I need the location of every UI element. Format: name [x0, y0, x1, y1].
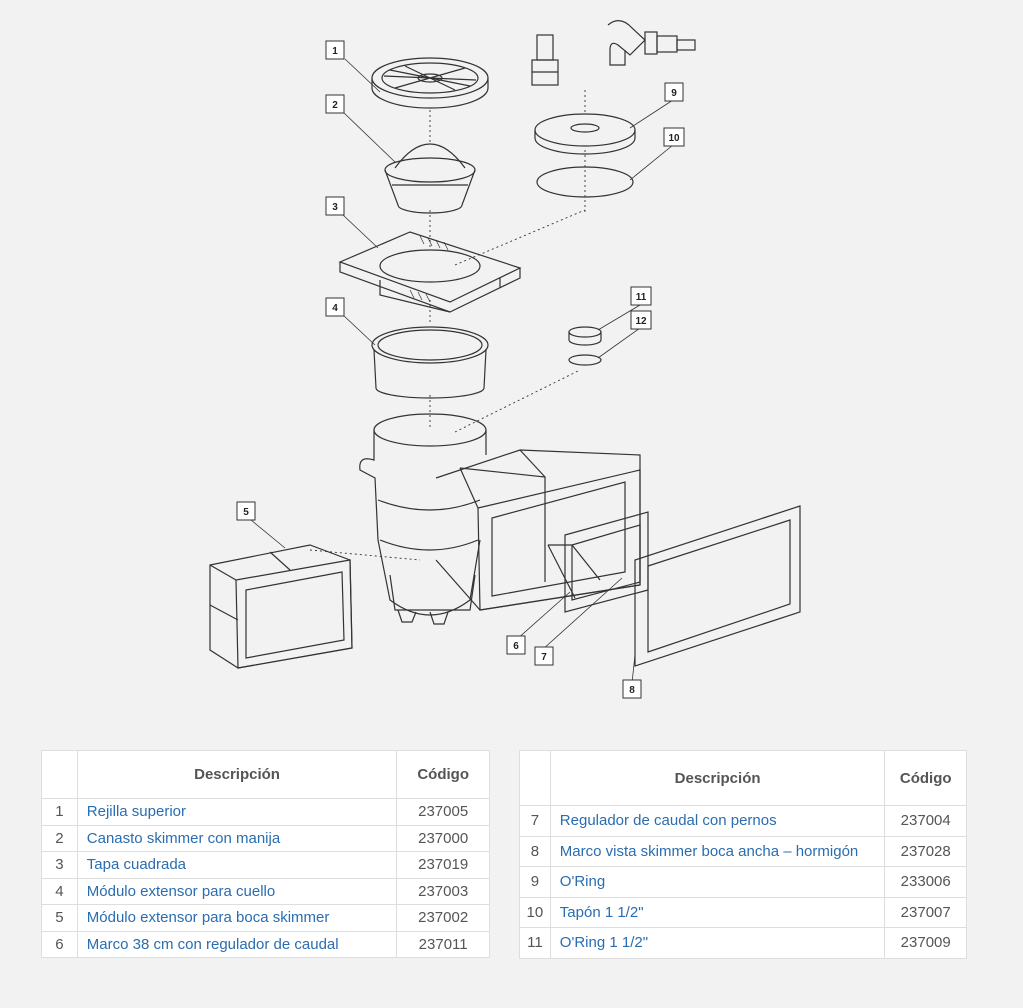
- table-row: 5 Módulo extensor para boca skimmer 2370…: [41, 904, 490, 932]
- part-skimmer-body: [359, 413, 641, 625]
- row-code: 237003: [396, 877, 490, 905]
- row-code: 237009: [884, 927, 967, 959]
- part-oring-large: [536, 166, 634, 198]
- row-num: 8: [519, 835, 551, 867]
- callout-7: 7: [534, 646, 554, 666]
- row-description-link[interactable]: Canasto skimmer con manija: [76, 824, 398, 852]
- svg-text:8: 8: [629, 685, 635, 696]
- header-num: [519, 750, 551, 806]
- row-description-link[interactable]: Tapa cuadrada: [76, 851, 398, 879]
- svg-text:10: 10: [668, 133, 680, 144]
- row-description-link[interactable]: O'Ring: [549, 866, 886, 898]
- row-code: 237004: [884, 805, 967, 837]
- callout-10: 10: [663, 127, 685, 147]
- callout-5: 5: [236, 501, 256, 521]
- table-row: 11 O'Ring 1 1/2" 237009: [519, 927, 967, 959]
- parts-table-left: Descripción Código 1 Rejilla superior 23…: [41, 750, 490, 958]
- table-row: 9 O'Ring 233006: [519, 866, 967, 898]
- row-num: 11: [519, 927, 551, 959]
- part-square-lid: [338, 231, 522, 313]
- row-description-link[interactable]: Rejilla superior: [76, 798, 398, 826]
- table-row: 7 Regulador de caudal con pernos 237004: [519, 805, 967, 837]
- svg-text:9: 9: [671, 88, 677, 99]
- callout-4: 4: [325, 297, 345, 317]
- row-code: 237005: [396, 798, 490, 826]
- part-basket: [384, 143, 476, 214]
- row-description-link[interactable]: Marco vista skimmer boca ancha – hormigó…: [549, 835, 886, 867]
- callout-6: 6: [506, 635, 526, 655]
- callout-9: 9: [664, 82, 684, 102]
- row-description-link[interactable]: Tapón 1 1/2": [549, 896, 886, 928]
- table-row: 3 Tapa cuadrada 237019: [41, 851, 490, 879]
- part-disc-lid: [534, 113, 636, 155]
- row-description-link[interactable]: Regulador de caudal con pernos: [549, 805, 886, 837]
- part-small-cap: [568, 326, 602, 366]
- part-mouth-extension: [209, 544, 353, 669]
- callouts: 1 2 3 4 5 6 7 8: [236, 40, 685, 699]
- header-code: Código: [884, 750, 967, 806]
- row-code: 237011: [396, 930, 490, 958]
- leader-lines: [250, 58, 674, 684]
- svg-text:12: 12: [635, 316, 647, 327]
- table-header-row: Descripción Código: [519, 750, 967, 806]
- row-num: 7: [519, 805, 551, 837]
- row-description-link[interactable]: Módulo extensor para cuello: [76, 877, 398, 905]
- svg-text:3: 3: [332, 202, 338, 213]
- row-code: 237028: [884, 835, 967, 867]
- svg-text:2: 2: [332, 100, 338, 111]
- row-num: 9: [519, 866, 551, 898]
- table-row: 8 Marco vista skimmer boca ancha – hormi…: [519, 835, 967, 867]
- row-code: 237019: [396, 851, 490, 879]
- header-num: [41, 750, 78, 799]
- row-num: 4: [41, 877, 78, 905]
- row-num: 5: [41, 904, 78, 932]
- svg-text:7: 7: [541, 652, 547, 663]
- callout-8: 8: [622, 679, 642, 699]
- row-description-link[interactable]: O'Ring 1 1/2": [549, 927, 886, 959]
- row-num: 2: [41, 824, 78, 852]
- table-header-row: Descripción Código: [41, 750, 490, 799]
- svg-text:6: 6: [513, 641, 519, 652]
- callout-1: 1: [325, 40, 345, 60]
- part-grate: [371, 57, 489, 109]
- part-front-frame: [634, 505, 801, 667]
- row-code: 237002: [396, 904, 490, 932]
- row-num: 1: [41, 798, 78, 826]
- callout-3: 3: [325, 196, 345, 216]
- table-row: 10 Tapón 1 1/2" 237007: [519, 896, 967, 928]
- header-description: Descripción: [76, 750, 398, 799]
- header-code: Código: [396, 750, 490, 799]
- part-neck-extension: [371, 326, 489, 399]
- table-row: 4 Módulo extensor para cuello 237003: [41, 877, 490, 905]
- table-row: 6 Marco 38 cm con regulador de caudal 23…: [41, 930, 490, 958]
- row-code: 237007: [884, 896, 967, 928]
- row-description-link[interactable]: Módulo extensor para boca skimmer: [76, 904, 398, 932]
- table-row: 1 Rejilla superior 237005: [41, 798, 490, 826]
- callout-12: 12: [630, 310, 652, 330]
- part-fittings: [531, 20, 696, 86]
- parts-table-right: Descripción Código 7 Regulador de caudal…: [519, 750, 967, 959]
- callout-11: 11: [630, 286, 652, 306]
- row-description-link[interactable]: Marco 38 cm con regulador de caudal: [76, 930, 398, 958]
- table-row: 2 Canasto skimmer con manija 237000: [41, 824, 490, 852]
- header-description: Descripción: [549, 750, 886, 806]
- svg-text:1: 1: [332, 46, 338, 57]
- callout-2: 2: [325, 94, 345, 114]
- row-code: 237000: [396, 824, 490, 852]
- row-num: 10: [519, 896, 551, 928]
- assembly-axis-lines: [309, 90, 586, 561]
- exploded-diagram: 1 2 3 4 5 6 7 8: [209, 20, 801, 699]
- svg-text:4: 4: [332, 303, 338, 314]
- row-num: 6: [41, 930, 78, 958]
- row-code: 233006: [884, 866, 967, 898]
- row-num: 3: [41, 851, 78, 879]
- svg-text:5: 5: [243, 507, 249, 518]
- svg-text:11: 11: [636, 292, 647, 303]
